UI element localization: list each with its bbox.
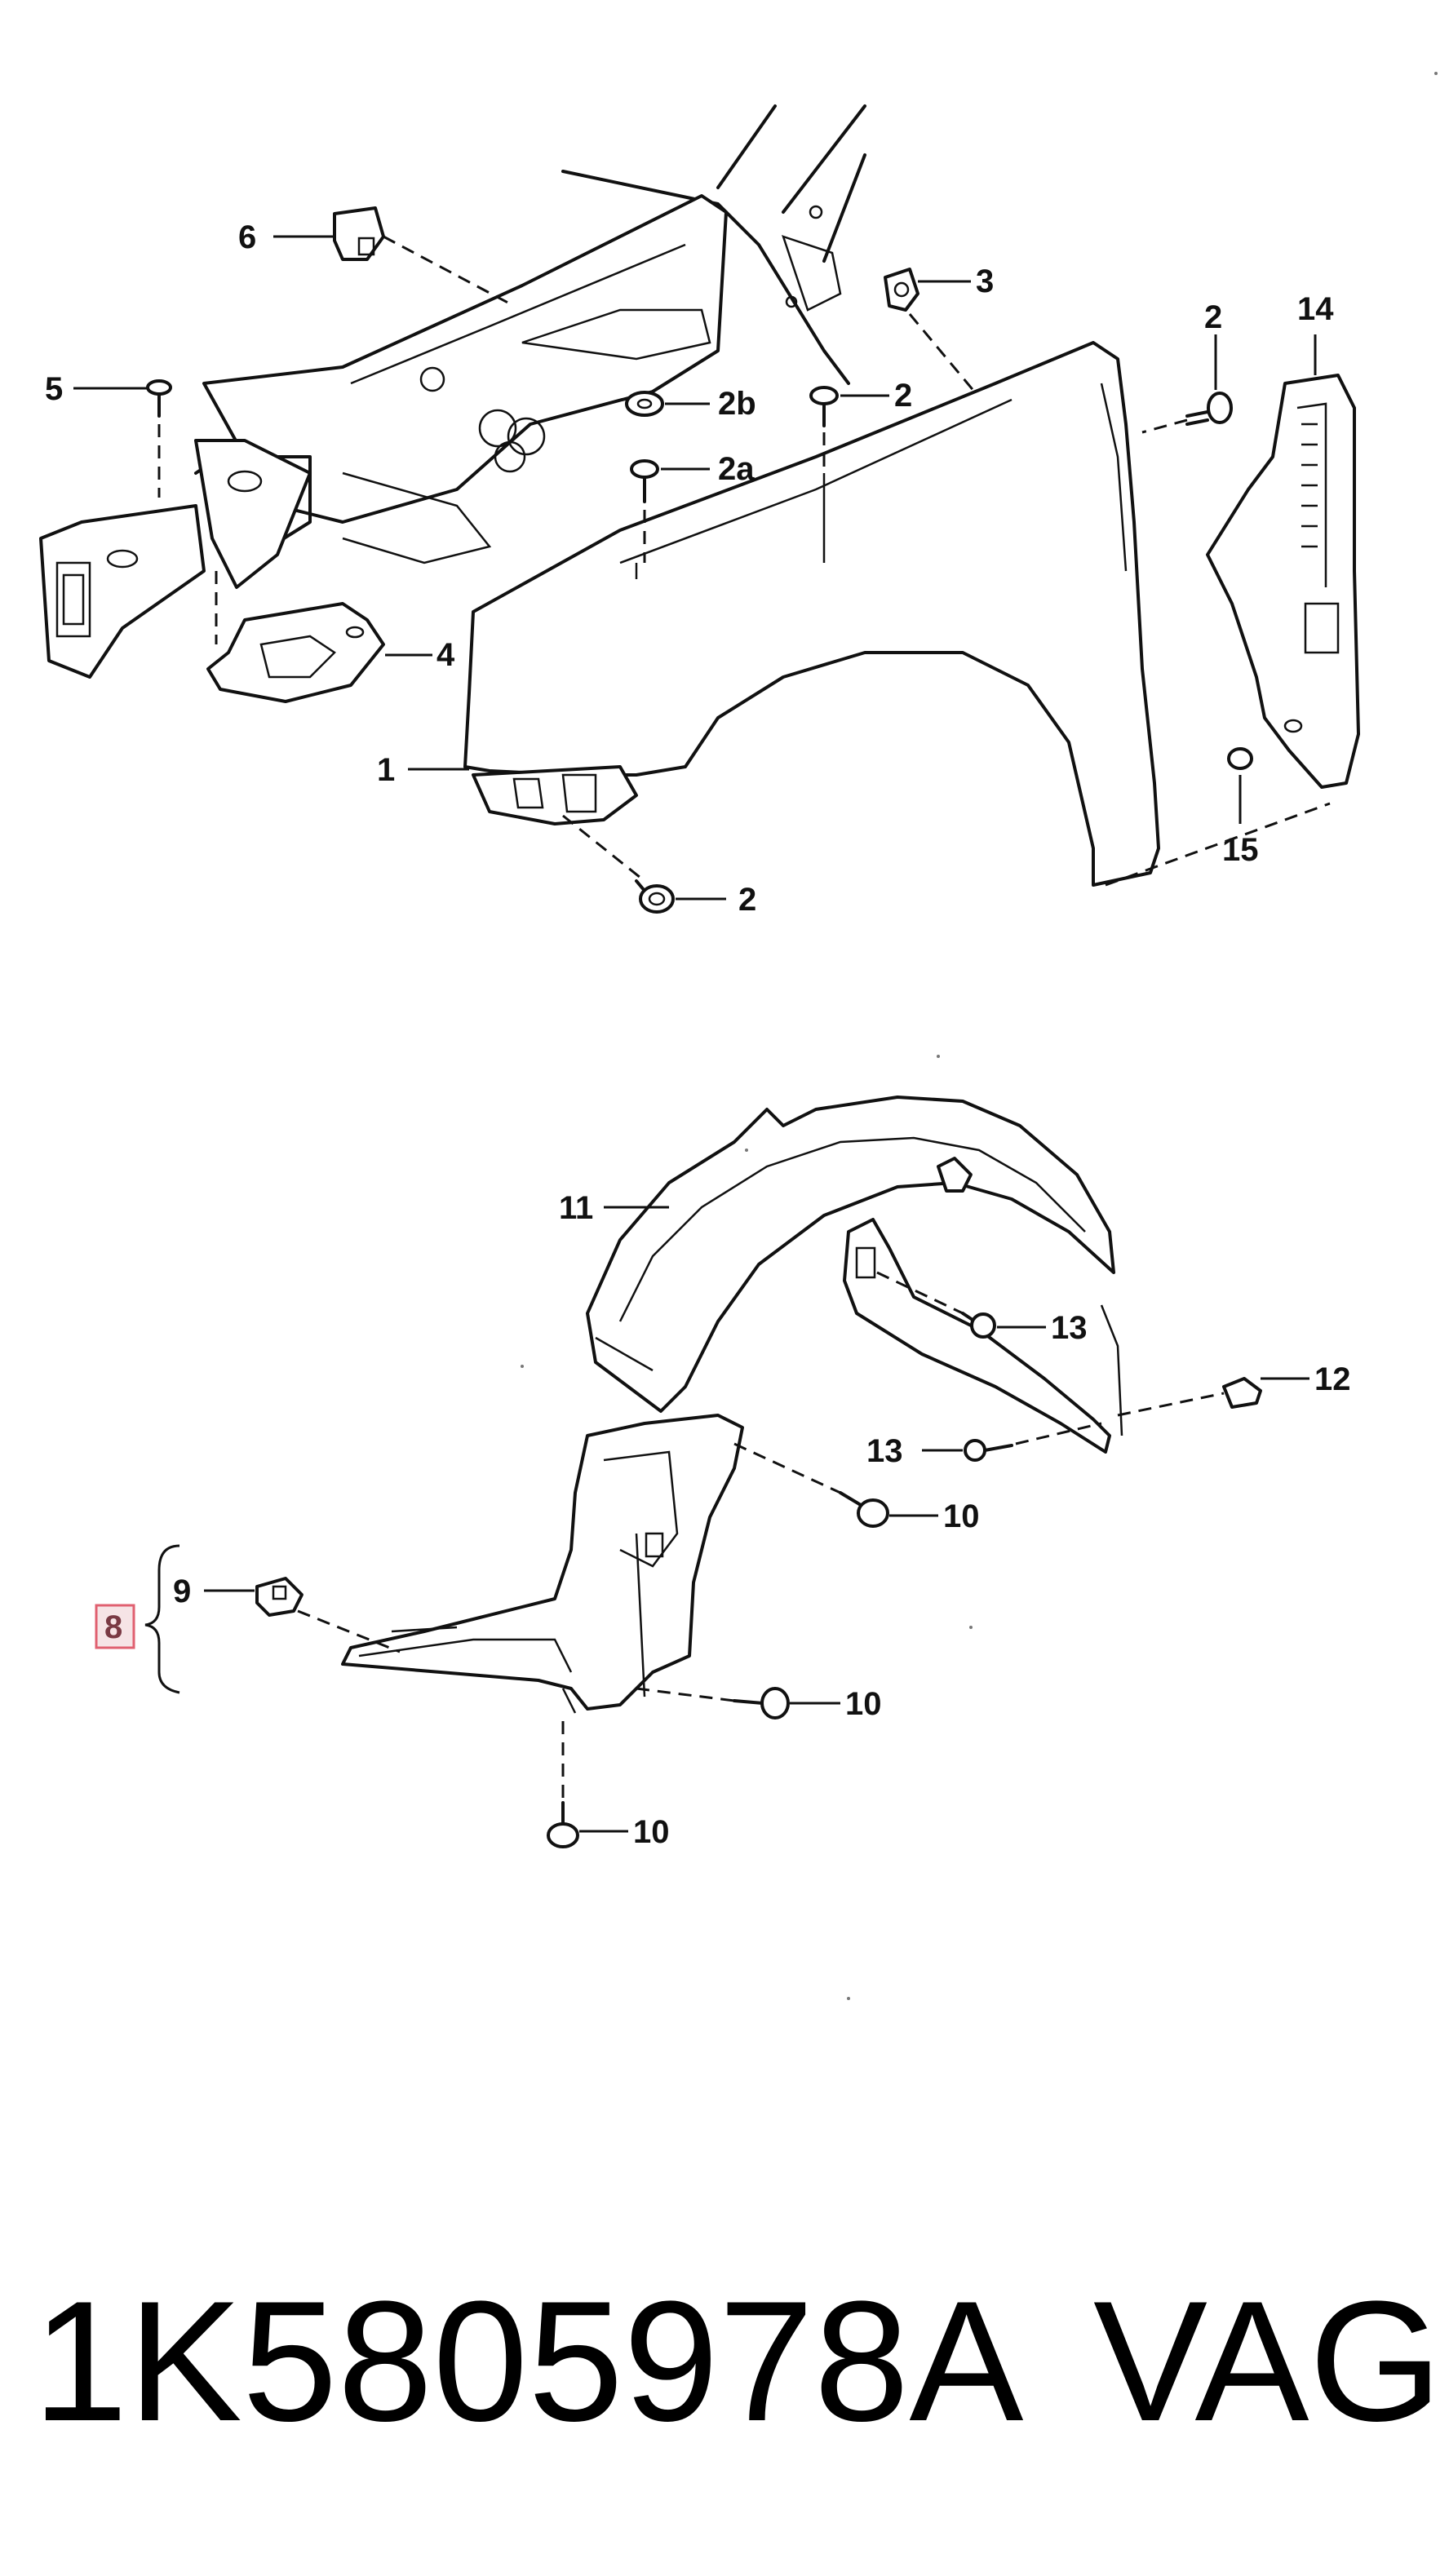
part-10-screw-c: [547, 1721, 628, 1848]
callout-2a: 2a: [718, 451, 755, 487]
part-8-lower-liner: [341, 1414, 744, 1714]
callout-labels: 1 2 2 2a 2b 2 3 4 5 6 9 10 10 10 11 12 1…: [45, 219, 1351, 1850]
callout-8-highlight: 8: [95, 1604, 135, 1649]
part-6-bracket: [273, 206, 515, 308]
callout-3: 3: [976, 263, 994, 299]
part-15-clip: [1105, 747, 1331, 887]
callout-2b: 2b: [718, 386, 756, 422]
part-number: 1K5805978A: [33, 2265, 1024, 2457]
part-2-screw-right: [1141, 334, 1233, 434]
part-4-bracket: [206, 571, 432, 703]
part-9-clip: [204, 1577, 401, 1653]
part-10-screw-a: [733, 1442, 938, 1528]
brand-label: VAG: [1093, 2265, 1442, 2457]
callout-9: 9: [173, 1573, 191, 1609]
part-2-screw-top: [809, 386, 889, 473]
part-13-screw-lower: [922, 1422, 1102, 1462]
callout-10: 10: [845, 1686, 882, 1722]
part-2b-washer: [625, 391, 710, 417]
callout-8: 8: [104, 1609, 122, 1645]
callout-2: 2: [738, 882, 756, 918]
callout-10: 10: [943, 1498, 980, 1534]
part-5-screw: [73, 379, 172, 498]
callout-13: 13: [1051, 1310, 1088, 1346]
callout-2: 2: [894, 378, 912, 414]
callout-11: 11: [559, 1190, 593, 1226]
part-13-screw-upper: [876, 1271, 1046, 1339]
part-2a-screw: [630, 459, 710, 563]
callout-6: 6: [238, 219, 256, 255]
callout-10: 10: [633, 1814, 670, 1850]
callout-4: 4: [436, 637, 455, 673]
front-bracket: [39, 439, 312, 679]
callout-14: 14: [1297, 291, 1334, 327]
callout-13: 13: [866, 1433, 903, 1469]
part-12-clip: [1117, 1377, 1309, 1417]
front-longitudinal-member: [194, 194, 728, 564]
print-specks: [521, 72, 1438, 2000]
callout-12: 12: [1314, 1361, 1351, 1397]
part-1-fender: [408, 341, 1160, 887]
part-14-seal: [1206, 334, 1360, 789]
callout-5: 5: [45, 371, 63, 407]
part-number-footer: 1K5805978A VAG: [33, 2265, 1442, 2457]
body-frame: [561, 104, 866, 385]
callout-1: 1: [377, 752, 395, 788]
callout-2: 2: [1204, 299, 1222, 335]
part-11-wheelhouse-liner: [586, 1095, 1123, 1454]
callout-15: 15: [1222, 832, 1259, 868]
part-10-screw-b: [636, 1687, 840, 1720]
part-2-screw-bottom: [635, 879, 726, 914]
group-brace: [144, 1544, 180, 1694]
